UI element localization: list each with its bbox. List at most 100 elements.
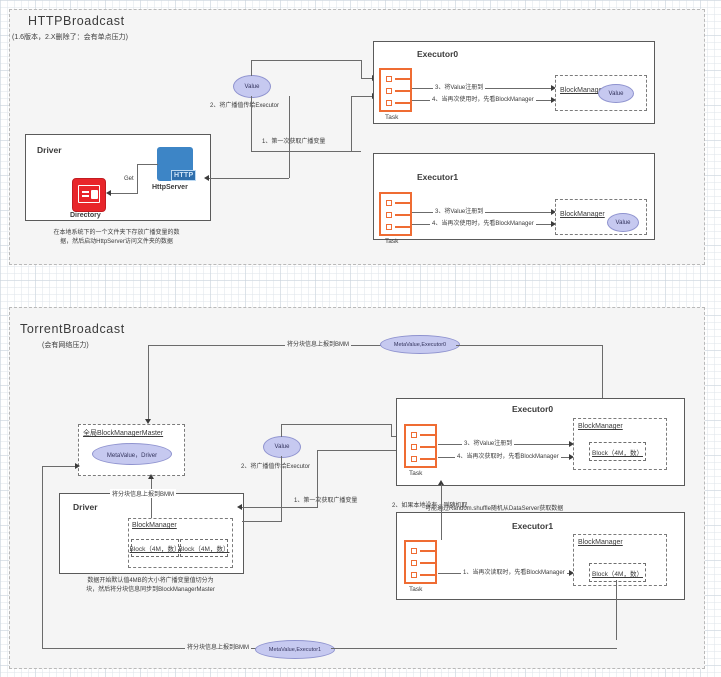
- http-executor0-label: Executor0: [417, 49, 459, 59]
- torrent-bottom-to-bmm-arrow: [75, 463, 80, 469]
- task-checkbox: [386, 212, 392, 218]
- task-line: [395, 214, 410, 216]
- http-exec1-step3-label: 3、将Value注册到: [433, 206, 486, 215]
- task-checkbox: [411, 456, 417, 462]
- task-row-2: [411, 444, 435, 450]
- http-executor1-label: Executor1: [417, 172, 459, 182]
- directory-thumb: [91, 190, 98, 199]
- http-driver-note: 在本地系统下的一个文件夹下存放广播变量的数 据，然后启动HttpServer访问…: [53, 230, 180, 246]
- task-line: [420, 574, 435, 576]
- torrent-bottom-left-up-edge: [42, 466, 43, 648]
- task-line: [395, 226, 410, 228]
- torrent-bottom-report-edge2: [331, 648, 617, 649]
- http-exec0-step4-label: 4、当再次使用时，先看BlockManager: [430, 94, 536, 103]
- http-exec1-value-ellipse: Value: [607, 213, 639, 232]
- torrent-exec-back-arrow: [237, 504, 242, 510]
- task-row-2: [386, 88, 410, 94]
- http-executor1-task-label: Task: [385, 238, 399, 245]
- http-section-subtitle: (1.6版本，2.X删除了：会有单点压力): [12, 34, 128, 41]
- directory-icon: [72, 178, 106, 212]
- torrent-section-title: TorrentBroadcast: [20, 322, 125, 336]
- torrent-executor0-task-label: Task: [409, 470, 423, 477]
- torrent-value-top-edge: [281, 424, 391, 425]
- torrent-driver-report-label: 将分块信息上报到BMM: [110, 489, 176, 498]
- task-row-3: [386, 224, 410, 230]
- task-checkbox: [386, 200, 392, 206]
- torrent-top-report-label: 将分块信息上报到BMM: [285, 339, 351, 348]
- torrent-broadcast-panel: [9, 307, 705, 669]
- http-section-title: HTTPBroadcast: [28, 14, 125, 28]
- torrent-exec-back-h: [242, 507, 318, 508]
- http-exec0-step3-label: 3、将Value注册到: [433, 82, 486, 91]
- task-checkbox: [411, 432, 417, 438]
- torrent-executor1-label: Executor1: [512, 521, 554, 531]
- task-checkbox: [411, 548, 417, 554]
- task-checkbox: [411, 572, 417, 578]
- torrent-section-subtitle: (会有网络压力): [42, 342, 89, 349]
- http-value-ellipse: Value: [233, 75, 271, 98]
- http-exec1-step4-arrow: [551, 221, 556, 227]
- task-row-1: [411, 432, 435, 438]
- torrent-exec1-step2-label: 2、如果本地没有，则随机取: [392, 503, 468, 509]
- torrent-driver-note: 数据开始默认值4MB的大小将广播变量值切分为 块，然后将分块信息同步到Block…: [86, 578, 215, 594]
- http-edge-exec0-in2: [351, 96, 373, 97]
- torrent-executor0-label: Executor0: [512, 404, 554, 414]
- torrent-top-report-edge2: [456, 345, 602, 346]
- torrent-bmm-down-arrow: [145, 419, 151, 424]
- http-exec0-step3-arrow: [551, 85, 556, 91]
- task-line: [395, 90, 410, 92]
- torrent-driver-label: Driver: [73, 502, 98, 512]
- torrent-bottom-report-edge: [42, 648, 260, 649]
- torrent-bmm-label: 全局BlockManagerMaster: [83, 430, 164, 437]
- torrent-step1-label: 1、第一次获取广播变量: [294, 498, 358, 504]
- http-executor0-task-icon: [379, 68, 412, 112]
- edge-get-label: Get: [124, 176, 134, 182]
- http-edge-back-v: [289, 96, 290, 178]
- torrent-bottom-report-label: 将分块信息上报到BMM: [185, 642, 251, 651]
- torrent-executor1-task-icon: [404, 540, 437, 584]
- torrent-value-ellipse: Value: [263, 436, 301, 458]
- directory-line-1: [82, 191, 89, 193]
- torrent-exec1-note-top: 可能通过Random.shuffle随机从DataServer获取数据: [425, 506, 564, 512]
- task-checkbox: [411, 560, 417, 566]
- http-edge-value-down: [251, 96, 252, 151]
- torrent-exec0-bottom-arrow: [438, 480, 444, 485]
- task-row-3: [386, 100, 410, 106]
- task-line: [395, 102, 410, 104]
- http-exec0-blockmanager-label: BlockManager: [560, 87, 605, 94]
- task-row-3: [411, 456, 435, 462]
- http-driver-label: Driver: [37, 145, 62, 155]
- http-server-label: HttpServer: [152, 184, 188, 191]
- task-row-1: [411, 548, 435, 554]
- http-tag-label: HTTP: [171, 170, 197, 181]
- task-line: [420, 550, 435, 552]
- torrent-exec0-step3-arrow: [569, 441, 574, 447]
- http-edge-back-arrow: [204, 175, 209, 181]
- torrent-exec1-step1-arrow: [569, 570, 574, 576]
- http-edge-value-right: [251, 151, 361, 152]
- torrent-step2-label: 2、将广播值传给Executor: [241, 464, 311, 470]
- task-row-2: [411, 560, 435, 566]
- torrent-exec-back-v: [317, 450, 318, 507]
- torrent-exec0-step3-label: 3、将Value注册到: [462, 438, 515, 447]
- http-step2-label: 2、将广播值传给Executor: [210, 103, 280, 109]
- task-line: [395, 78, 410, 80]
- torrent-driver-blockmanager-label: BlockManager: [132, 522, 177, 529]
- torrent-driver-report-edge: [151, 478, 152, 518]
- directory-inner-frame: [78, 185, 100, 203]
- torrent-driver-block-0: Block（4M，数）: [130, 539, 180, 557]
- task-row-1: [386, 200, 410, 206]
- torrent-value-left-edge: [242, 521, 282, 522]
- torrent-exec1-arrow-stem: [441, 484, 442, 502]
- torrent-exec0-step4-arrow: [569, 454, 574, 460]
- torrent-exec0-in2: [317, 450, 405, 451]
- task-checkbox: [386, 88, 392, 94]
- task-checkbox: [386, 76, 392, 82]
- torrent-value-down-edge: [281, 456, 282, 521]
- torrent-exec0-blockmanager-label: BlockManager: [578, 423, 623, 430]
- task-row-1: [386, 76, 410, 82]
- torrent-exec1-random-edge: [441, 484, 442, 540]
- torrent-exec0-block: Block（4M，数）: [589, 442, 646, 461]
- http-edge-exec0-in: [361, 78, 373, 79]
- task-line: [420, 446, 435, 448]
